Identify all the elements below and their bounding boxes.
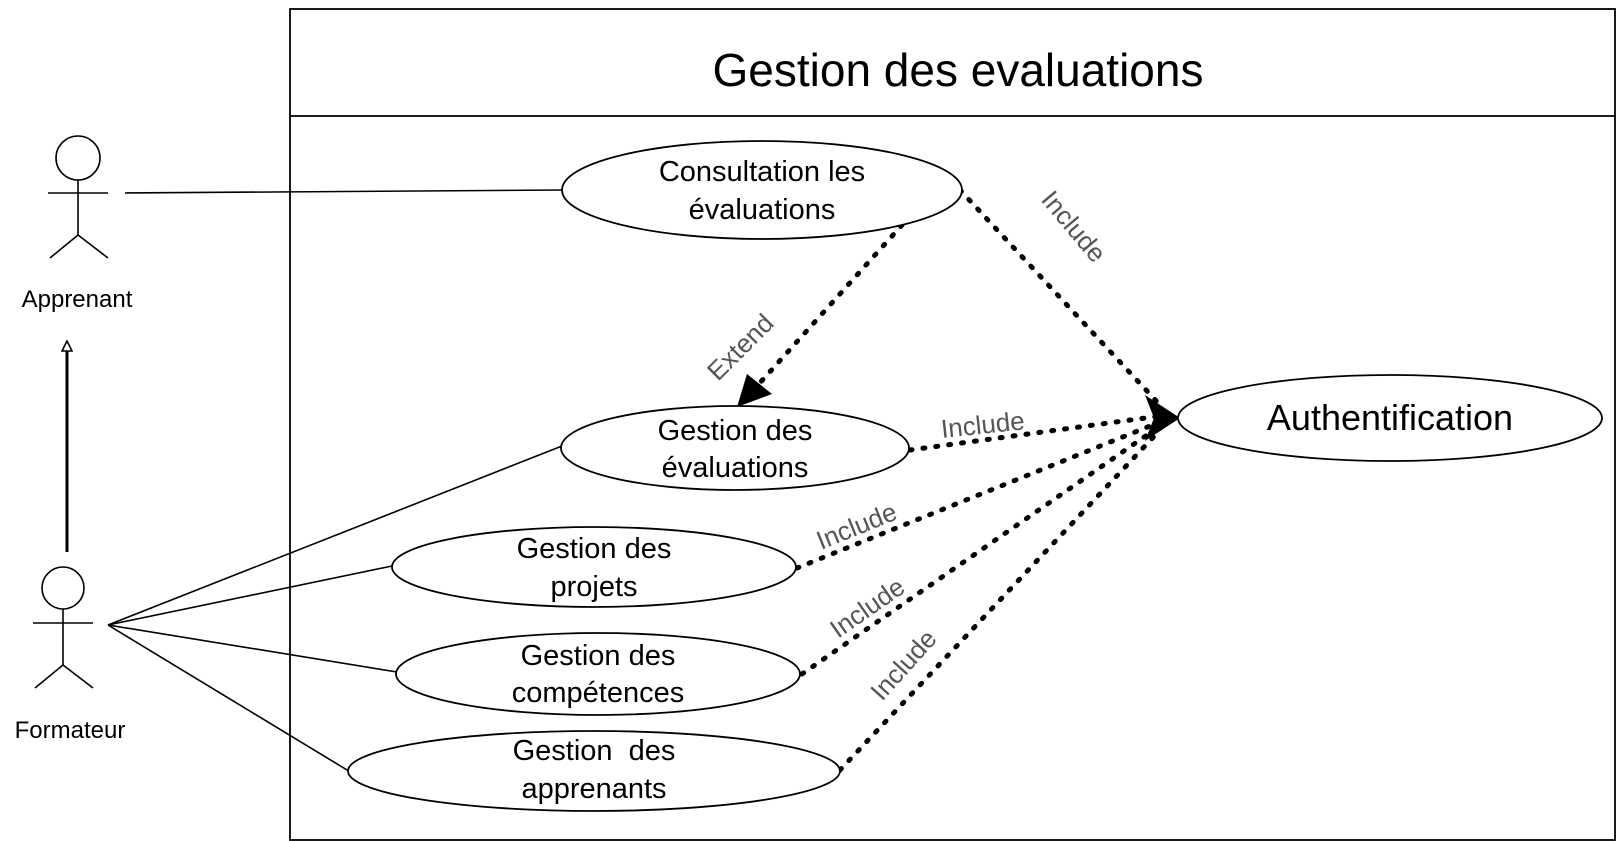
- use-case-gestion-evaluations: Gestion des évaluations: [560, 405, 910, 491]
- actor-formateur-label: Formateur: [15, 717, 126, 744]
- use-case-gestion-competences-line2: compétences: [512, 677, 685, 709]
- extend-label: Extend: [701, 308, 779, 386]
- use-case-gestion-evaluations-line2: évaluations: [662, 452, 809, 484]
- use-case-authentification: Authentification: [1177, 374, 1603, 462]
- actor-formateur-left-leg: [34, 664, 64, 689]
- include-label-apprenants: Include: [864, 624, 942, 706]
- use-case-gestion-apprenants: Gestion des apprenants: [347, 730, 841, 812]
- include-label-consultation: Include: [1035, 185, 1112, 269]
- use-case-gestion-competences: Gestion des compétences: [395, 632, 801, 716]
- include-consultation-auth: [957, 187, 1163, 408]
- association-formateur-projets: [107, 565, 393, 626]
- extend-consultation-evaluations: [755, 222, 905, 388]
- association-formateur-competences: [107, 624, 398, 673]
- actor-apprenant: Apprenant: [22, 135, 133, 313]
- use-case-gestion-projets-line1: Gestion des: [517, 533, 672, 565]
- use-case-gestion-apprenants-line2: apprenants: [521, 773, 666, 805]
- use-case-gestion-apprenants-line1: Gestion des: [513, 735, 676, 767]
- use-case-gestion-projets: Gestion des projets: [391, 526, 797, 608]
- system-title: Gestion des evaluations: [713, 44, 1204, 96]
- include-projets-auth: [794, 419, 1163, 571]
- use-case-gestion-competences-line1: Gestion des: [521, 640, 676, 672]
- association-formateur-evaluations: [107, 445, 563, 626]
- actor-apprenant-right-leg: [77, 234, 109, 259]
- system-boundary: [289, 8, 1616, 841]
- use-case-gestion-projets-line2: projets: [550, 571, 637, 603]
- include-competences-auth: [799, 423, 1163, 677]
- actor-apprenant-head: [55, 135, 101, 181]
- extend-arrow-head: [737, 374, 772, 407]
- include-label-projets: Include: [812, 496, 901, 555]
- use-case-consultation-line1: Consultation les: [659, 156, 865, 188]
- include-evaluations-auth: [907, 413, 1163, 453]
- use-case-authentification-label: Authentification: [1267, 397, 1513, 438]
- include-apprenants-auth: [837, 427, 1163, 773]
- actor-apprenant-left-leg: [49, 234, 79, 259]
- actor-formateur-right-leg: [62, 664, 94, 689]
- include-arrow-head: [1145, 395, 1180, 441]
- actor-apprenant-label: Apprenant: [22, 286, 133, 313]
- association-apprenant-consultation: [124, 189, 564, 194]
- use-case-gestion-evaluations-line1: Gestion des: [658, 415, 813, 447]
- actor-formateur: Formateur: [15, 566, 126, 744]
- actor-formateur-head: [41, 566, 85, 610]
- association-formateur-apprenants: [107, 624, 353, 774]
- use-case-consultation: Consultation les évaluations: [561, 140, 963, 240]
- use-case-consultation-line2: évaluations: [689, 194, 836, 226]
